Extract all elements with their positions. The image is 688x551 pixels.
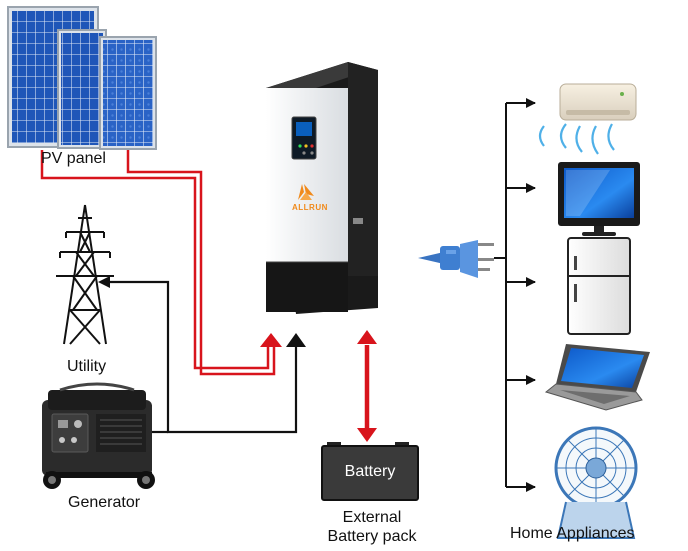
pv-panel-icon: [7, 6, 157, 150]
fan-icon: [554, 426, 638, 539]
battery-icon: [321, 442, 419, 501]
ac-input-wiring: [108, 280, 298, 434]
battery-box-label: Battery: [344, 463, 396, 480]
pv-panel-label: PV panel: [41, 150, 106, 167]
plug-icon: [418, 240, 494, 278]
generator-icon: [42, 382, 155, 489]
power-tower-icon: [56, 204, 114, 345]
dc-arrowheads: [260, 330, 377, 442]
generator-label: Generator: [68, 494, 141, 511]
ac-arrowheads: [98, 276, 306, 347]
inverter-brand-label: ALLRUN: [292, 203, 328, 212]
external-battery-label-line1: External: [342, 509, 402, 526]
dc-wiring: [40, 150, 370, 432]
air-conditioner-icon: [538, 83, 637, 155]
inverter-icon: [266, 62, 378, 314]
laptop-icon: [544, 344, 650, 411]
external-battery-label-line2: Battery pack: [327, 528, 417, 545]
utility-label: Utility: [67, 358, 107, 375]
fridge-icon: [567, 237, 631, 335]
tv-icon: [558, 162, 640, 236]
output-bus: [494, 98, 536, 492]
home-appliances-label: Home Appliances: [510, 525, 635, 542]
